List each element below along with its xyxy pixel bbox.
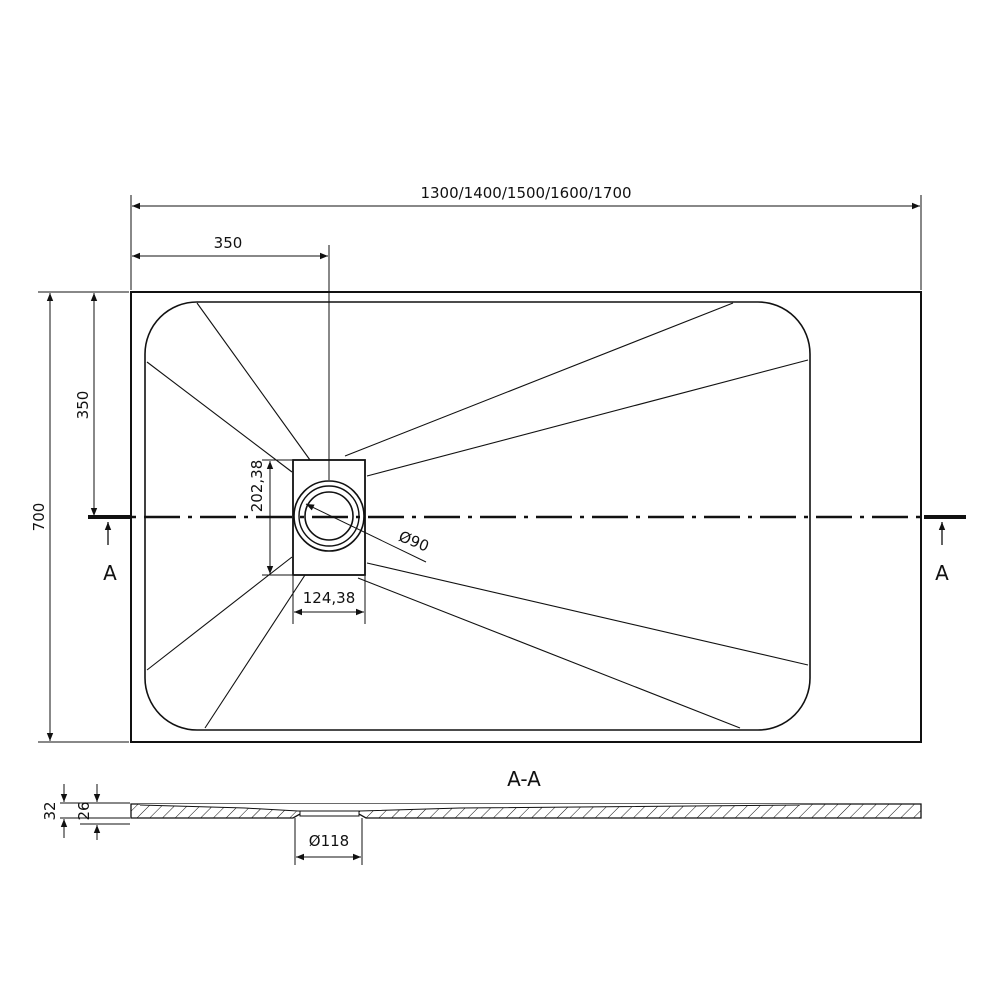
dim-drain-box-height: 202,38 [248,460,266,513]
dim-overall-width: 700 [30,503,48,532]
section-drain-opening [299,810,360,817]
section-marker-right: A [935,561,949,585]
dim-drain-diameter: Ø90 [396,527,431,555]
dim-section-drain-diameter: Ø118 [309,832,349,850]
slope-lines [146,302,809,729]
dim-section-total-height: 32 [41,801,59,820]
dim-overall-length: 1300/1400/1500/1600/1700 [420,184,631,202]
section-title: A-A [507,767,541,791]
dim-section-top-height: 26 [75,801,93,820]
section-view: A-A 32 26 Ø118 [41,767,922,865]
drain-outer-ring [293,480,365,552]
dim-drain-offset-y: 350 [74,391,92,420]
dim-drain-box-width: 124,38 [303,589,356,607]
top-view: A A 1300/1400/1500/1600/1700 350 700 350… [30,184,966,743]
tray-outline [130,291,922,743]
section-marker-left: A [103,561,117,585]
dim-drain-offset-x: 350 [214,234,243,252]
drain-inner-ring [304,491,354,541]
leader-drain-diameter [305,503,427,563]
